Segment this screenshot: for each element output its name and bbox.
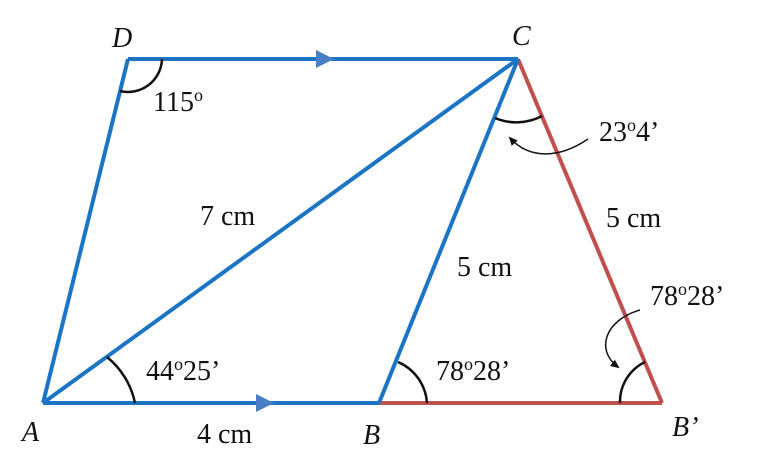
angle-arc-D	[119, 58, 164, 94]
vertex-label-C: C	[512, 21, 531, 52]
vertex-label-B-prime: B’	[672, 412, 698, 443]
angle-label-B: 78o28’	[436, 354, 510, 387]
parallel-arrow-icon-AB	[256, 394, 274, 412]
angle-arc-A	[106, 356, 137, 404]
angle-arc-B-prime	[618, 360, 646, 404]
angle-arc-B	[397, 360, 429, 404]
vertex-label-D: D	[111, 23, 132, 54]
length-label-AC: 7 cm	[200, 201, 255, 232]
pointer-arrow-icon-C	[508, 136, 589, 155]
length-label-BC: 5 cm	[457, 252, 512, 283]
angle-arc-C	[494, 114, 543, 124]
pointer-arrow-icon-B-prime	[604, 309, 641, 369]
segment-AD	[41, 58, 130, 404]
length-label-AB: 4 cm	[197, 419, 252, 450]
length-label-CB-prime: 5 cm	[606, 203, 661, 234]
segment-BC	[377, 58, 520, 404]
segment-AC	[41, 57, 520, 405]
vertex-label-A: A	[20, 417, 40, 448]
parallel-arrow-icon-DC	[316, 50, 334, 68]
angle-label-C: 23o4’	[599, 115, 659, 148]
angle-label-B-prime: 78o28’	[650, 279, 724, 312]
angle-label-D: 115o	[153, 85, 203, 118]
angle-label-A: 44o25’	[146, 354, 220, 387]
vertex-label-B: B	[363, 420, 380, 451]
